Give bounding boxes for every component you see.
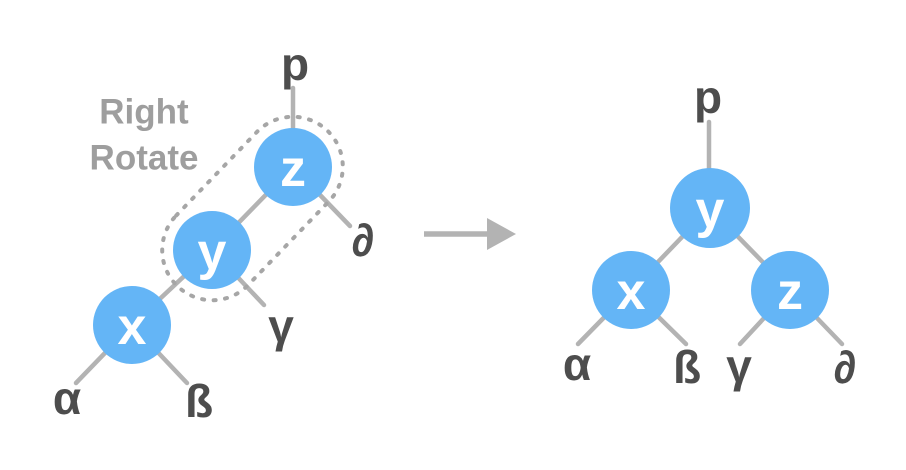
node-z-label: z (777, 263, 803, 321)
node-y-label: y (696, 181, 725, 239)
leaf-gamma-label: γ (268, 300, 294, 352)
parent-label: p (281, 38, 309, 90)
rotation-group-outline (160, 114, 345, 303)
node-y-circle (173, 211, 251, 289)
node-x-label: x (617, 263, 646, 321)
leaf-delta-label: ∂ (352, 214, 375, 266)
node-x-label: x (118, 298, 147, 356)
operation-label-line2: Rotate (90, 139, 199, 178)
node-z-circle (751, 251, 829, 329)
parent-label: p (694, 71, 722, 123)
node-z-circle (254, 128, 332, 206)
leaf-beta-label: ß (185, 375, 213, 427)
after-tree: y x z p α ß γ ∂ (563, 71, 857, 393)
node-x-circle (592, 251, 670, 329)
leaf-alpha-label: α (563, 338, 591, 390)
arrow-head-icon (487, 218, 516, 250)
leaf-alpha-label: α (53, 372, 81, 424)
leaf-gamma-label: γ (726, 340, 752, 392)
node-z-label: z (280, 140, 306, 198)
node-y-label: y (198, 223, 227, 281)
leaf-beta-label: ß (673, 341, 701, 393)
node-x-circle (93, 286, 171, 364)
node-y-circle (670, 168, 750, 248)
right-arrow (424, 218, 516, 250)
operation-label-line1: Right (99, 93, 189, 132)
before-tree: Right Rotate z y x p ∂ γ α ß (53, 38, 375, 427)
leaf-delta-label: ∂ (834, 341, 857, 393)
